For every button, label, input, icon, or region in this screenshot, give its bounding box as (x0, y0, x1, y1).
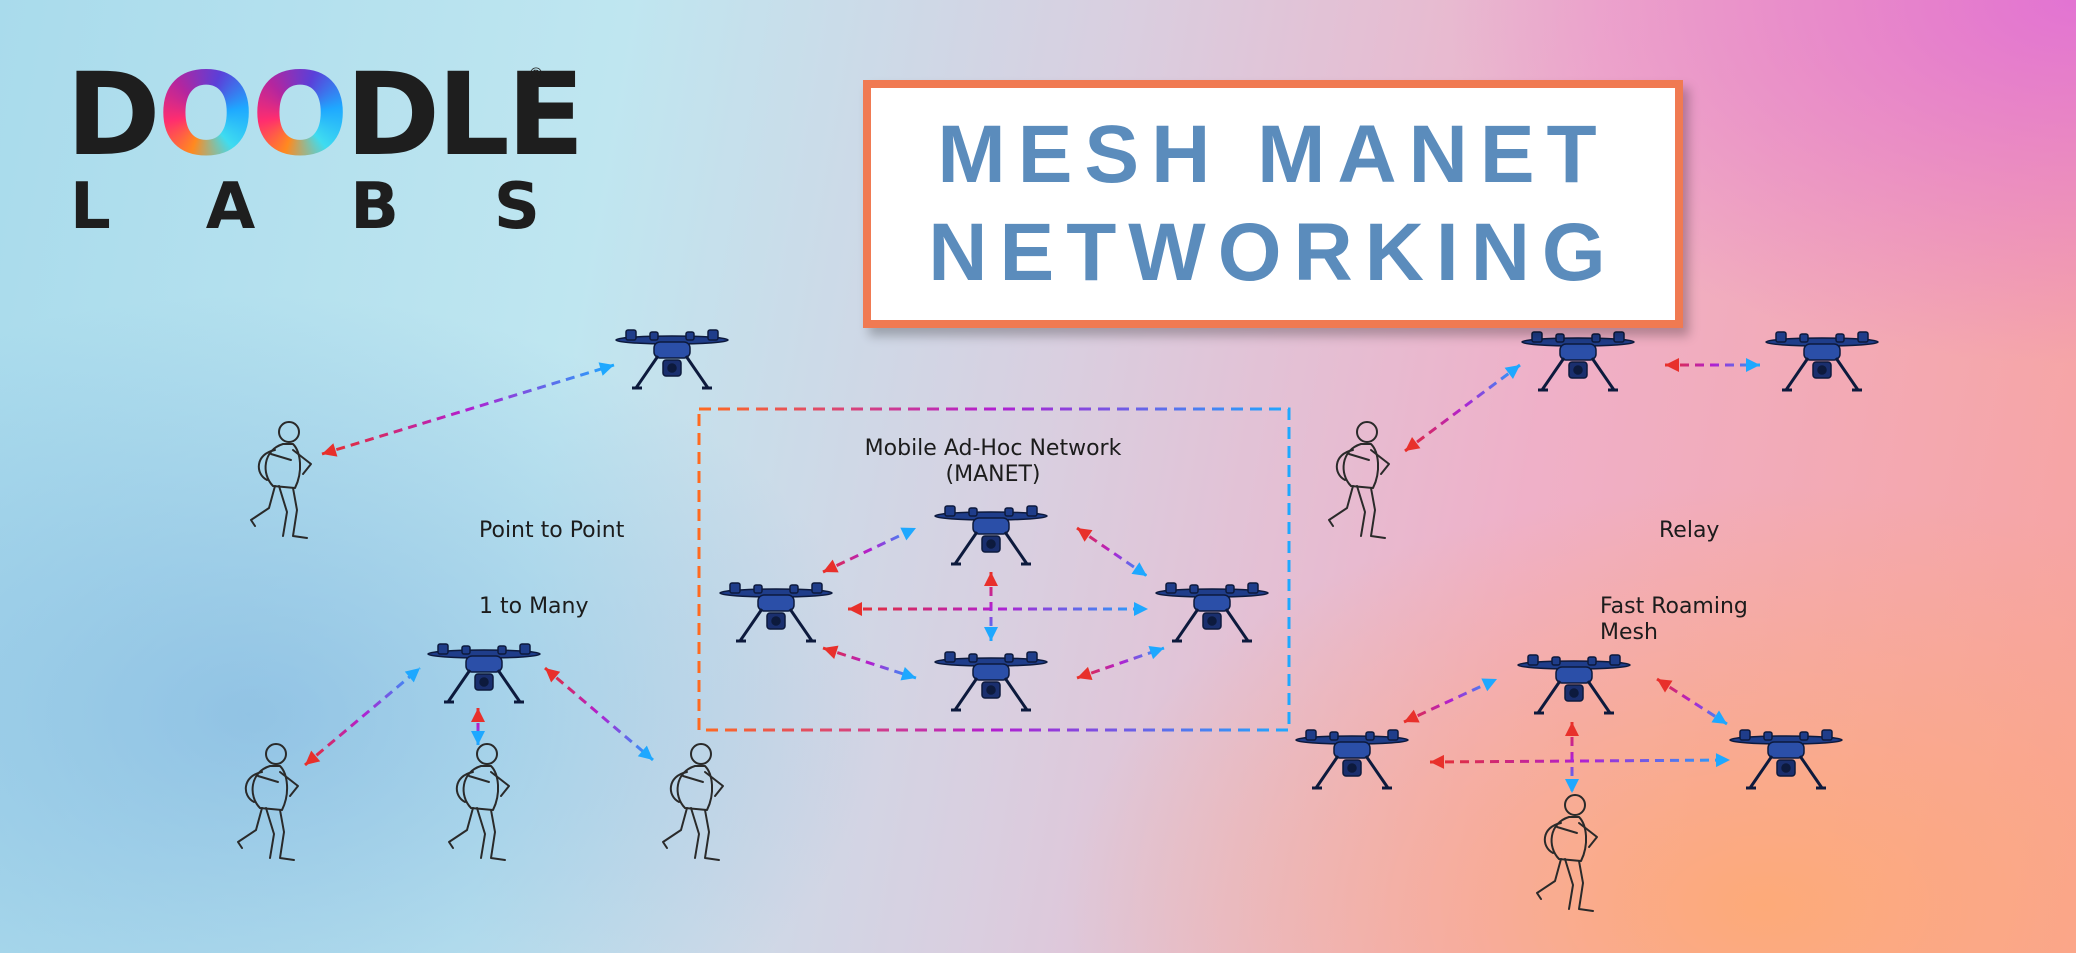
arrow-head (1077, 666, 1093, 681)
arrow-head (900, 667, 916, 681)
logo-sub-letter: A (205, 170, 256, 244)
drone-icon (1764, 330, 1880, 392)
label-manet: Mobile Ad-Hoc Network (MANET) (848, 436, 1138, 488)
drone-icon (1520, 330, 1636, 392)
arrow-head (1504, 365, 1520, 379)
arrows-layer (304, 358, 1760, 793)
double-arrow (321, 362, 615, 457)
logo-letter: O (251, 48, 349, 181)
double-arrow (822, 526, 917, 574)
arrow-head (471, 708, 485, 722)
drone-icon (1294, 728, 1410, 790)
arrow-head (984, 627, 998, 641)
arrow-head (848, 602, 862, 616)
drone-icon (426, 642, 542, 704)
soldier-icon (448, 743, 510, 861)
double-arrow (1565, 722, 1579, 793)
label-fast-roaming-line1: Fast Roaming (1600, 594, 1748, 619)
label-manet-line2: (MANET) (945, 462, 1041, 487)
logo-sub-letter: S (493, 170, 540, 244)
logo-letter: L (437, 48, 510, 181)
double-arrow (1076, 645, 1165, 681)
label-relay: Relay (1659, 518, 1720, 543)
label-one-to-many: 1 to Many (479, 594, 589, 619)
logo-letter: D (345, 48, 440, 181)
drone-icon (718, 581, 834, 643)
arrow-head (404, 668, 420, 683)
double-arrow (1656, 677, 1728, 726)
label-manet-line1: Mobile Ad-Hoc Network (864, 436, 1122, 461)
arrow-head (1665, 358, 1679, 372)
double-arrow (1404, 363, 1521, 453)
arrow-head (1711, 710, 1727, 724)
logo-letter: O (157, 48, 255, 181)
arrow-head (545, 668, 561, 683)
soldier-icon (1536, 794, 1598, 912)
double-arrow (304, 666, 421, 767)
arrow-head (1715, 753, 1730, 768)
double-arrow (1076, 526, 1148, 578)
arrow-head (984, 572, 998, 586)
arrow-head (823, 645, 839, 659)
logo-sub-letter: B (350, 170, 399, 244)
double-arrow (822, 645, 917, 681)
double-arrow (984, 572, 998, 641)
soldier-icon (250, 421, 312, 539)
arrow-head (1405, 437, 1421, 451)
title-line-2: NETWORKING (928, 207, 1618, 298)
double-arrow (1665, 358, 1760, 372)
registered-mark: ® (528, 64, 544, 83)
arrow-head (1430, 754, 1445, 769)
soldier-icon (237, 743, 299, 861)
arrow-head (1148, 645, 1164, 660)
title-box: MESH MANET NETWORKING (863, 80, 1683, 328)
label-fast-roaming: Fast Roaming Mesh (1600, 594, 1748, 646)
arrow-head (322, 443, 338, 457)
logo-wordmark: DOODLE (66, 58, 585, 172)
arrow-head (823, 559, 839, 573)
label-point-to-point: Point to Point (479, 518, 625, 543)
drone-icon (1516, 653, 1632, 715)
double-arrow (471, 708, 485, 745)
arrow-head (1746, 358, 1760, 372)
arrow-head (1131, 562, 1147, 576)
arrow-head (598, 362, 614, 376)
drone-icon (933, 650, 1049, 712)
logo-sub-letter: L (70, 170, 111, 244)
arrow-head (1565, 722, 1579, 736)
title-line-1: MESH MANET (937, 109, 1609, 200)
logo-letter: E (506, 48, 585, 181)
arrow-head (1657, 679, 1673, 693)
drone-icon (614, 328, 730, 390)
double-arrow (1429, 753, 1731, 769)
arrow-head (1404, 709, 1420, 723)
drone-icon (1728, 728, 1844, 790)
double-arrow (544, 666, 654, 762)
drone-icon (1154, 581, 1270, 643)
arrow-head (471, 731, 485, 745)
arrow-head (637, 745, 653, 760)
drone-icon (933, 504, 1049, 566)
double-arrow (1403, 677, 1498, 724)
soldier-icon (662, 743, 724, 861)
doodle-labs-logo: DOODLE ® L A B S (66, 58, 585, 245)
arrow-head (1134, 602, 1148, 616)
logo-subtitle: L A B S (70, 170, 540, 244)
logo-letter: D (66, 48, 161, 181)
arrow-head (305, 750, 321, 765)
soldier-icon (1328, 421, 1390, 539)
double-arrow (848, 602, 1148, 616)
arrow-head (1481, 678, 1497, 692)
arrow-head (900, 527, 916, 541)
arrow-head (1077, 528, 1093, 542)
arrow-head (1565, 779, 1579, 793)
label-fast-roaming-line2: Mesh (1600, 620, 1658, 645)
